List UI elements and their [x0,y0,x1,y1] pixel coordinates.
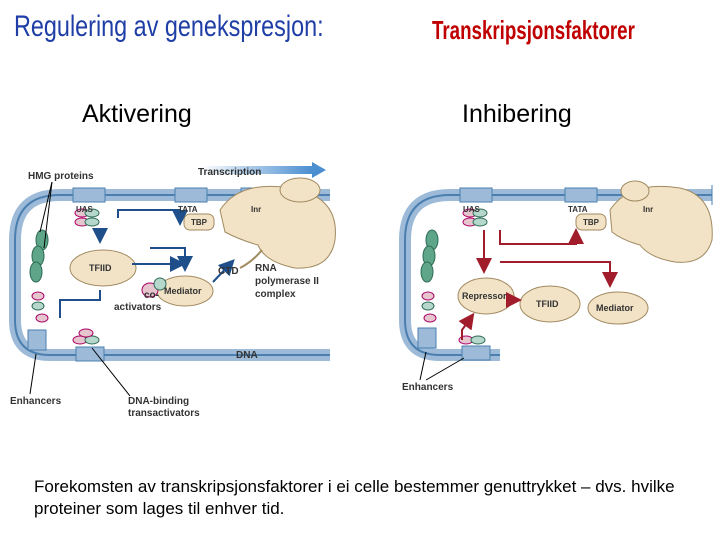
label-mediator-right: Mediator [596,303,634,313]
label-uas: UAS [76,205,94,214]
label-tbp: TBP [191,218,208,227]
label-inr-right: Inr [643,205,653,214]
label-ctd: CTD [218,266,239,277]
label-dna: DNA [236,350,258,361]
mediator-shape-right [587,291,649,325]
label-coactivators-1: co- [144,290,159,301]
label-tfiid: TFIID [89,263,112,273]
transcription-arrowhead [312,162,326,178]
label-dna-binding-1: DNA-binding [128,396,189,407]
enhancer-box-1 [27,329,47,351]
label-uas-right: UAS [463,205,481,214]
ctd-tail [239,249,263,269]
label-tata-right: TATA [568,205,588,214]
label-inr: Inr [251,205,261,214]
transcription-arrow [200,166,312,174]
uas-box [72,187,106,203]
rna-polymerase [219,185,336,269]
label-tata: TATA [178,205,198,214]
activation-diagram: HMG proteins Transcription UAS TATA Inr … [9,162,336,419]
label-tfiid-right: TFIID [536,299,559,309]
label-enhancers-right: Enhancers [402,382,454,393]
label-hmg: HMG proteins [28,171,94,182]
label-rna-3: complex [255,289,296,300]
dna-strand-left-inner [14,194,330,356]
label-tbp-right: TBP [583,218,600,227]
inhibition-diagram: UAS TATA Inr TBP Repressor TFIID Mediato… [399,180,713,393]
heading-activation: Aktivering [82,100,192,128]
activator-protein [84,217,100,227]
tfiid-shape [69,249,137,287]
label-rna-1: RNA [255,263,277,274]
label-transcription: Transcription [198,167,261,178]
title-main: Regulering av genekspresjon: [14,10,324,43]
hmg-protein [29,261,43,283]
title-sub: Transkripsjonsfaktorer [432,15,635,45]
label-mediator: Mediator [164,286,202,296]
slide-title: Regulering av genekspresjon: Transkripsj… [14,10,635,45]
label-dna-binding-2: transactivators [128,408,200,419]
label-rna-2: polymerase II [255,276,319,287]
enhancer-box-2 [75,346,105,362]
tata-box [174,187,208,203]
heading-inhibition: Inhibering [462,100,572,128]
label-coactivators-2: activators [114,302,162,313]
activator-protein [84,208,100,218]
label-enhancers: Enhancers [10,396,62,407]
label-repressor: Repressor [462,291,507,301]
caption-text: Forekomsten av transkripsjonsfaktorer i … [34,477,675,518]
